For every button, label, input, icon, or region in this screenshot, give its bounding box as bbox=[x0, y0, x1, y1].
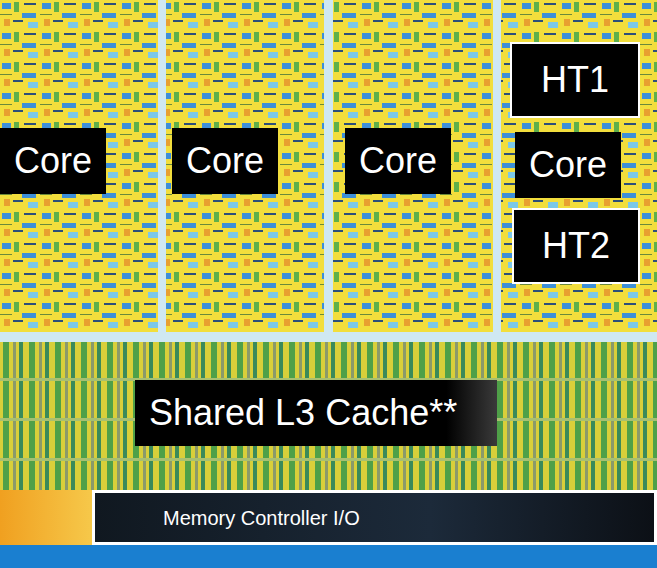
core-label: Core bbox=[345, 128, 451, 194]
core-region: Core bbox=[166, 0, 324, 332]
hyperthread-box: HT1 bbox=[510, 42, 640, 118]
l3-cache-band: Shared L3 Cache** bbox=[0, 342, 657, 490]
core-region: Core bbox=[0, 0, 158, 332]
core-region: Core HT1HT2 bbox=[501, 0, 657, 332]
hyperthread-box: HT2 bbox=[512, 208, 640, 284]
thread-label: HT2 bbox=[542, 225, 610, 267]
core-region: Core bbox=[333, 0, 493, 332]
thread-label: HT1 bbox=[541, 59, 609, 101]
core-label: Core bbox=[0, 128, 106, 194]
controller-label: Memory Controller I/O bbox=[163, 506, 360, 530]
core-label: Core bbox=[515, 132, 621, 198]
cache-label: Shared L3 Cache** bbox=[135, 380, 497, 446]
memory-controller-band: Memory Controller I/O bbox=[92, 490, 657, 545]
core-label: Core bbox=[172, 128, 278, 194]
